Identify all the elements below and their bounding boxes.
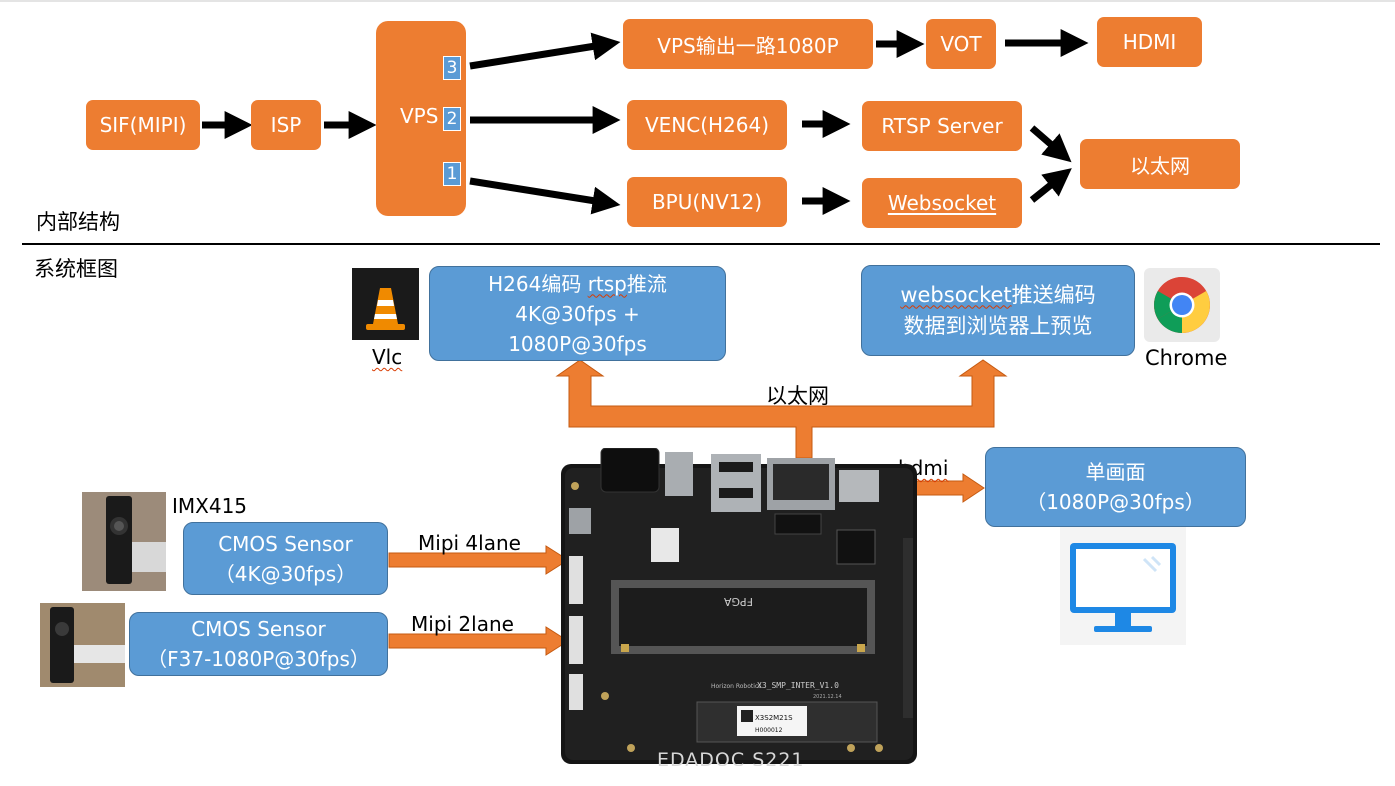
chrome-label: Chrome — [1145, 346, 1228, 370]
mipi4-arrow — [388, 545, 569, 575]
vlc-label: Vlc — [372, 345, 403, 369]
monitor-icon — [1060, 527, 1186, 645]
vps-port-1-label: 1 — [446, 164, 458, 184]
bpu-label: BPU(NV12) — [651, 190, 763, 214]
system-section-label: 系统框图 — [34, 257, 118, 281]
ethernet-label: 以太网 — [766, 384, 829, 408]
internal-section-label: 内部结构 — [36, 210, 120, 234]
vlc-cone-icon — [352, 268, 419, 340]
ws-line1: websocket推送编码 — [900, 282, 1096, 307]
rtsp-label: RTSP Server — [881, 114, 1003, 138]
arrow-vps-bpu — [469, 177, 621, 215]
vps-label: VPS — [400, 103, 439, 128]
vot-box: VOT — [926, 19, 996, 69]
vps-port-3: 3 — [443, 56, 461, 80]
vps-out-box: VPS输出一路1080P — [623, 19, 873, 69]
isp-box: ISP — [251, 100, 321, 150]
isp-label: ISP — [270, 113, 302, 137]
ethernet-box-label: 以太网 — [1130, 153, 1190, 178]
mipi4-label: Mipi 4lane — [418, 531, 521, 555]
websocket-box: Websocket — [862, 178, 1022, 228]
board-logo-silk: Horizon Robotics — [711, 683, 761, 690]
ws-line2: 数据到浏览器上预览 — [903, 313, 1093, 338]
websocket-preview-box: websocket推送编码 数据到浏览器上预览 — [861, 265, 1135, 356]
vps-port-2-label: 2 — [446, 109, 458, 129]
sensor-f37-line2: （F37-1080P@30fps） — [147, 647, 370, 671]
sensor-f37-box: CMOS Sensor （F37-1080P@30fps） — [129, 612, 388, 676]
board-sticker-line2: H000012 — [755, 727, 783, 734]
display-box: 单画面 （1080P@30fps） — [985, 447, 1246, 527]
h264-line3: 1080P@30fps — [508, 331, 647, 356]
mipi2-label: Mipi 2lane — [411, 612, 514, 636]
rtsp-box: RTSP Server — [862, 101, 1022, 151]
ethernet-box: 以太网 — [1080, 139, 1240, 189]
sensor-4k-box: CMOS Sensor （4K@30fps） — [183, 522, 388, 595]
hdmi-box: HDMI — [1097, 17, 1202, 67]
board-brand-silk: EDADOC S221 — [657, 749, 805, 766]
board-sticker-line1: X3S2M21S — [755, 714, 793, 722]
display-line2: （1080P@30fps） — [1026, 490, 1205, 514]
mipi2-arrow — [388, 626, 569, 656]
arrow-ws-eth — [1029, 168, 1072, 203]
vps-port-3-label: 3 — [446, 58, 458, 78]
board-model-silk: X3_SMP_INTER_V1.0 — [757, 681, 839, 690]
vps-port-1: 1 — [443, 162, 461, 186]
h264-rtsp-box: H264编码 rtsp推流 4K@30fps + 1080P@30fps — [429, 266, 726, 361]
board-fpga-silk: FPGA — [724, 595, 753, 608]
sensor-4k-line1: CMOS Sensor — [218, 531, 353, 556]
arrow-rtsp-eth — [1029, 125, 1072, 163]
ethernet-fork-arrow — [555, 359, 1008, 459]
sif-box: SIF(MIPI) — [86, 100, 200, 150]
imx415-label: IMX415 — [172, 494, 248, 518]
sensor-f37-line1: CMOS Sensor — [191, 617, 326, 641]
bpu-box: BPU(NV12) — [627, 177, 787, 227]
arrow-vps-out3 — [469, 32, 621, 70]
h264-line2: 4K@30fps + — [515, 301, 640, 326]
sif-label: SIF(MIPI) — [99, 113, 187, 137]
sensor-4k-line2: （4K@30fps） — [214, 561, 357, 586]
websocket-label: Websocket — [887, 191, 997, 215]
f37-camera-photo — [40, 603, 125, 687]
vps-port-2: 2 — [443, 107, 461, 131]
imx415-camera-photo — [82, 492, 166, 591]
venc-box: VENC(H264) — [627, 100, 787, 150]
venc-label: VENC(H264) — [644, 113, 770, 137]
vps-out-label: VPS输出一路1080P — [657, 33, 839, 58]
chrome-logo-icon — [1144, 268, 1220, 342]
dev-board-image: FPGA Horizon Robotics X3_SMP_INTER_V1.0 … — [561, 447, 919, 771]
display-line1: 单画面 — [1085, 460, 1146, 484]
vot-label: VOT — [940, 32, 982, 56]
h264-line1: H264编码 rtsp推流 — [488, 271, 667, 296]
board-date-silk: 2021.12.14 — [813, 694, 842, 700]
hdmi-label: HDMI — [1122, 30, 1177, 54]
